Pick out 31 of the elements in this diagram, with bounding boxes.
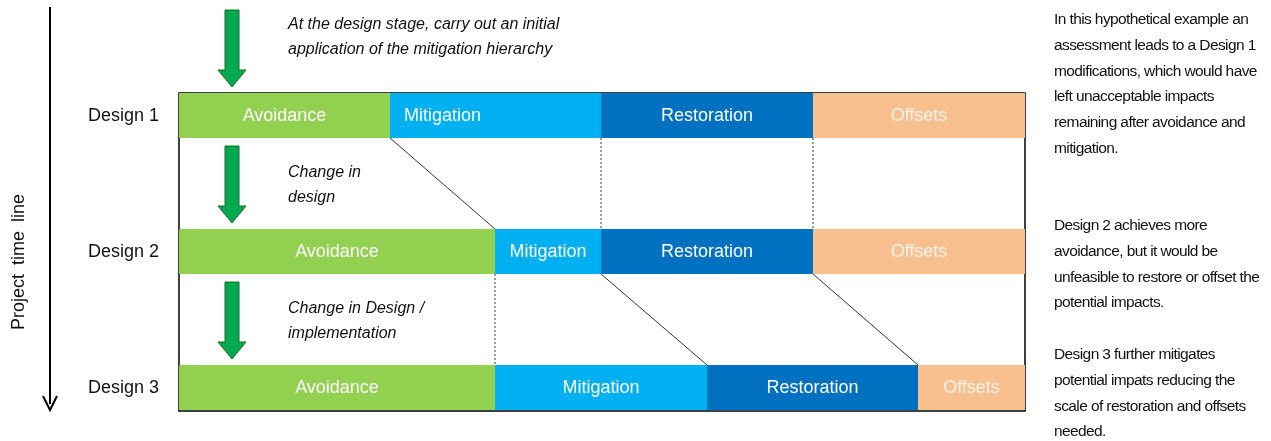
dotted-connector-line bbox=[494, 273, 496, 366]
connector-line bbox=[812, 273, 919, 366]
hierarchy-band-segment: Mitigation bbox=[390, 93, 601, 138]
axis-label: Project time line bbox=[8, 193, 29, 330]
description-paragraph: Design 2 achieves more avoidance, but it would be unfeasible to restore or offset the potential impacts. bbox=[1054, 215, 1260, 313]
hierarchy-band-segment: Offsets bbox=[813, 229, 1025, 274]
hierarchy-band-segment: Restoration bbox=[601, 229, 813, 274]
hierarchy-band-segment: Avoidance bbox=[179, 229, 495, 274]
block-arrow bbox=[217, 9, 247, 88]
hierarchy-band-segment: Restoration bbox=[707, 365, 918, 410]
hierarchy-band-segment: Avoidance bbox=[179, 365, 495, 410]
dotted-connector-line bbox=[600, 137, 602, 230]
connector-line bbox=[389, 137, 496, 230]
hierarchy-band-segment: Offsets bbox=[918, 365, 1025, 410]
block-arrow bbox=[217, 145, 247, 224]
row-label: Design 2 bbox=[88, 241, 161, 262]
edge-label: Change in design bbox=[288, 162, 362, 207]
connector-line bbox=[600, 273, 708, 366]
description-paragraph: In this hypothetical example an assessment leads to a Design 1 modifications, which would have left unacceptable impacts remaining after avoidance and mitigation. bbox=[1054, 9, 1258, 158]
edge-label: At the design stage, carry out an initial application of the mitigation hierarchy bbox=[288, 14, 561, 59]
dotted-connector-line bbox=[812, 137, 814, 230]
hierarchy-band-segment: Avoidance bbox=[179, 93, 390, 138]
edge-label: Change in Design / implementation bbox=[288, 298, 427, 343]
row-label: Design 1 bbox=[88, 105, 161, 126]
hierarchy-band-segment: Restoration bbox=[601, 93, 813, 138]
block-arrow bbox=[217, 281, 247, 360]
hierarchy-band-segment: Mitigation bbox=[495, 365, 707, 410]
description-paragraph: Design 3 further mitigates potential impats reducing the scale of restoration and offsets needed. bbox=[1054, 344, 1247, 441]
hierarchy-band-segment: Offsets bbox=[813, 93, 1025, 138]
row-label: Design 3 bbox=[88, 377, 161, 398]
hierarchy-band-segment: Mitigation bbox=[495, 229, 601, 274]
